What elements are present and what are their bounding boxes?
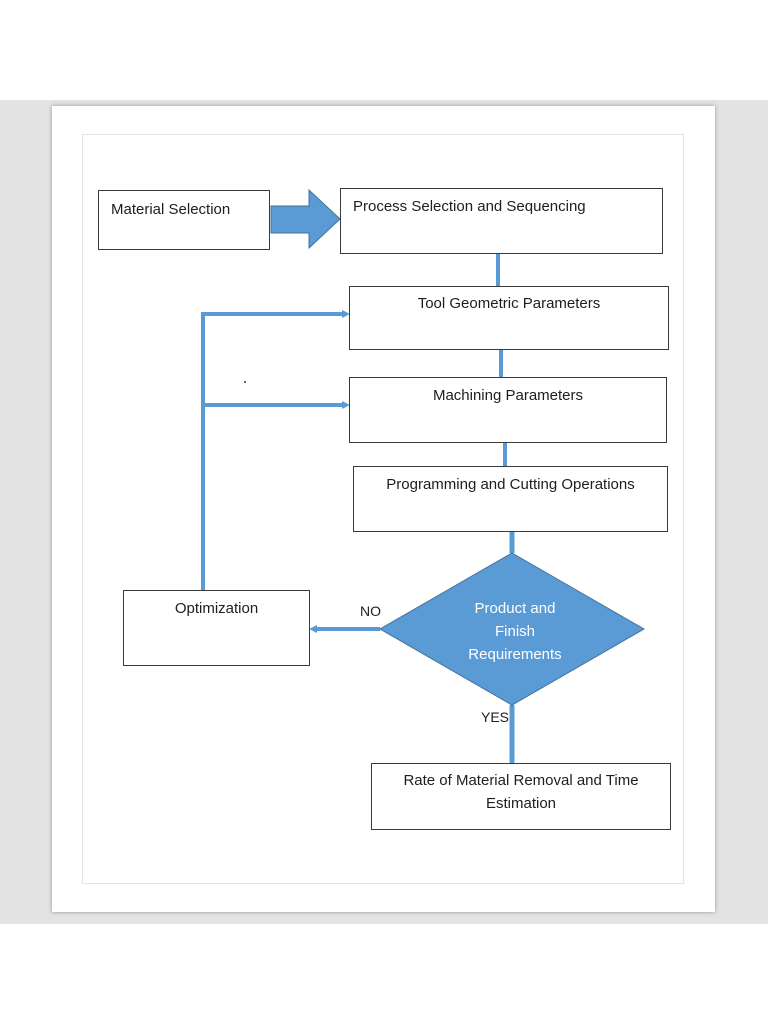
process-selection-label: Process Selection and Sequencing	[353, 198, 586, 215]
rate-removal-line-1: Rate of Material Removal and Time	[403, 772, 639, 789]
material-selection-box: Material Selection	[98, 190, 270, 250]
decision-line-1: Product and	[474, 600, 556, 617]
decision-line-3: Requirements	[468, 646, 562, 663]
decision-diamond	[378, 552, 646, 706]
tool-geometric-label: Tool Geometric Parameters	[417, 295, 601, 312]
page-margin-frame	[82, 134, 684, 884]
optimization-box: Optimization	[123, 590, 310, 666]
machining-parameters-label: Machining Parameters	[432, 387, 584, 404]
machining-parameters-box: Machining Parameters	[349, 377, 667, 443]
programming-box: Programming and Cutting Operations	[353, 466, 668, 532]
process-selection-box: Process Selection and Sequencing	[340, 188, 663, 254]
material-selection-label: Material Selection	[111, 201, 231, 218]
block-arrow	[270, 188, 341, 250]
arrowhead-tool	[342, 310, 350, 318]
rate-removal-box: Rate of Material Removal and Time Estima…	[371, 763, 671, 830]
optimization-label: Optimization	[174, 600, 259, 617]
programming-label: Programming and Cutting Operations	[386, 476, 635, 493]
rate-removal-line-2: Estimation	[485, 795, 557, 812]
stray-dot	[244, 381, 246, 383]
decision-label: Product and Finish Requirements	[440, 597, 590, 666]
tool-geometric-box: Tool Geometric Parameters	[349, 286, 669, 350]
no-label: NO	[360, 603, 381, 619]
decision-line-2: Finish	[494, 623, 535, 640]
yes-label: YES	[481, 709, 510, 725]
arrowhead-no	[309, 625, 317, 633]
arrowhead-machining	[342, 401, 350, 409]
